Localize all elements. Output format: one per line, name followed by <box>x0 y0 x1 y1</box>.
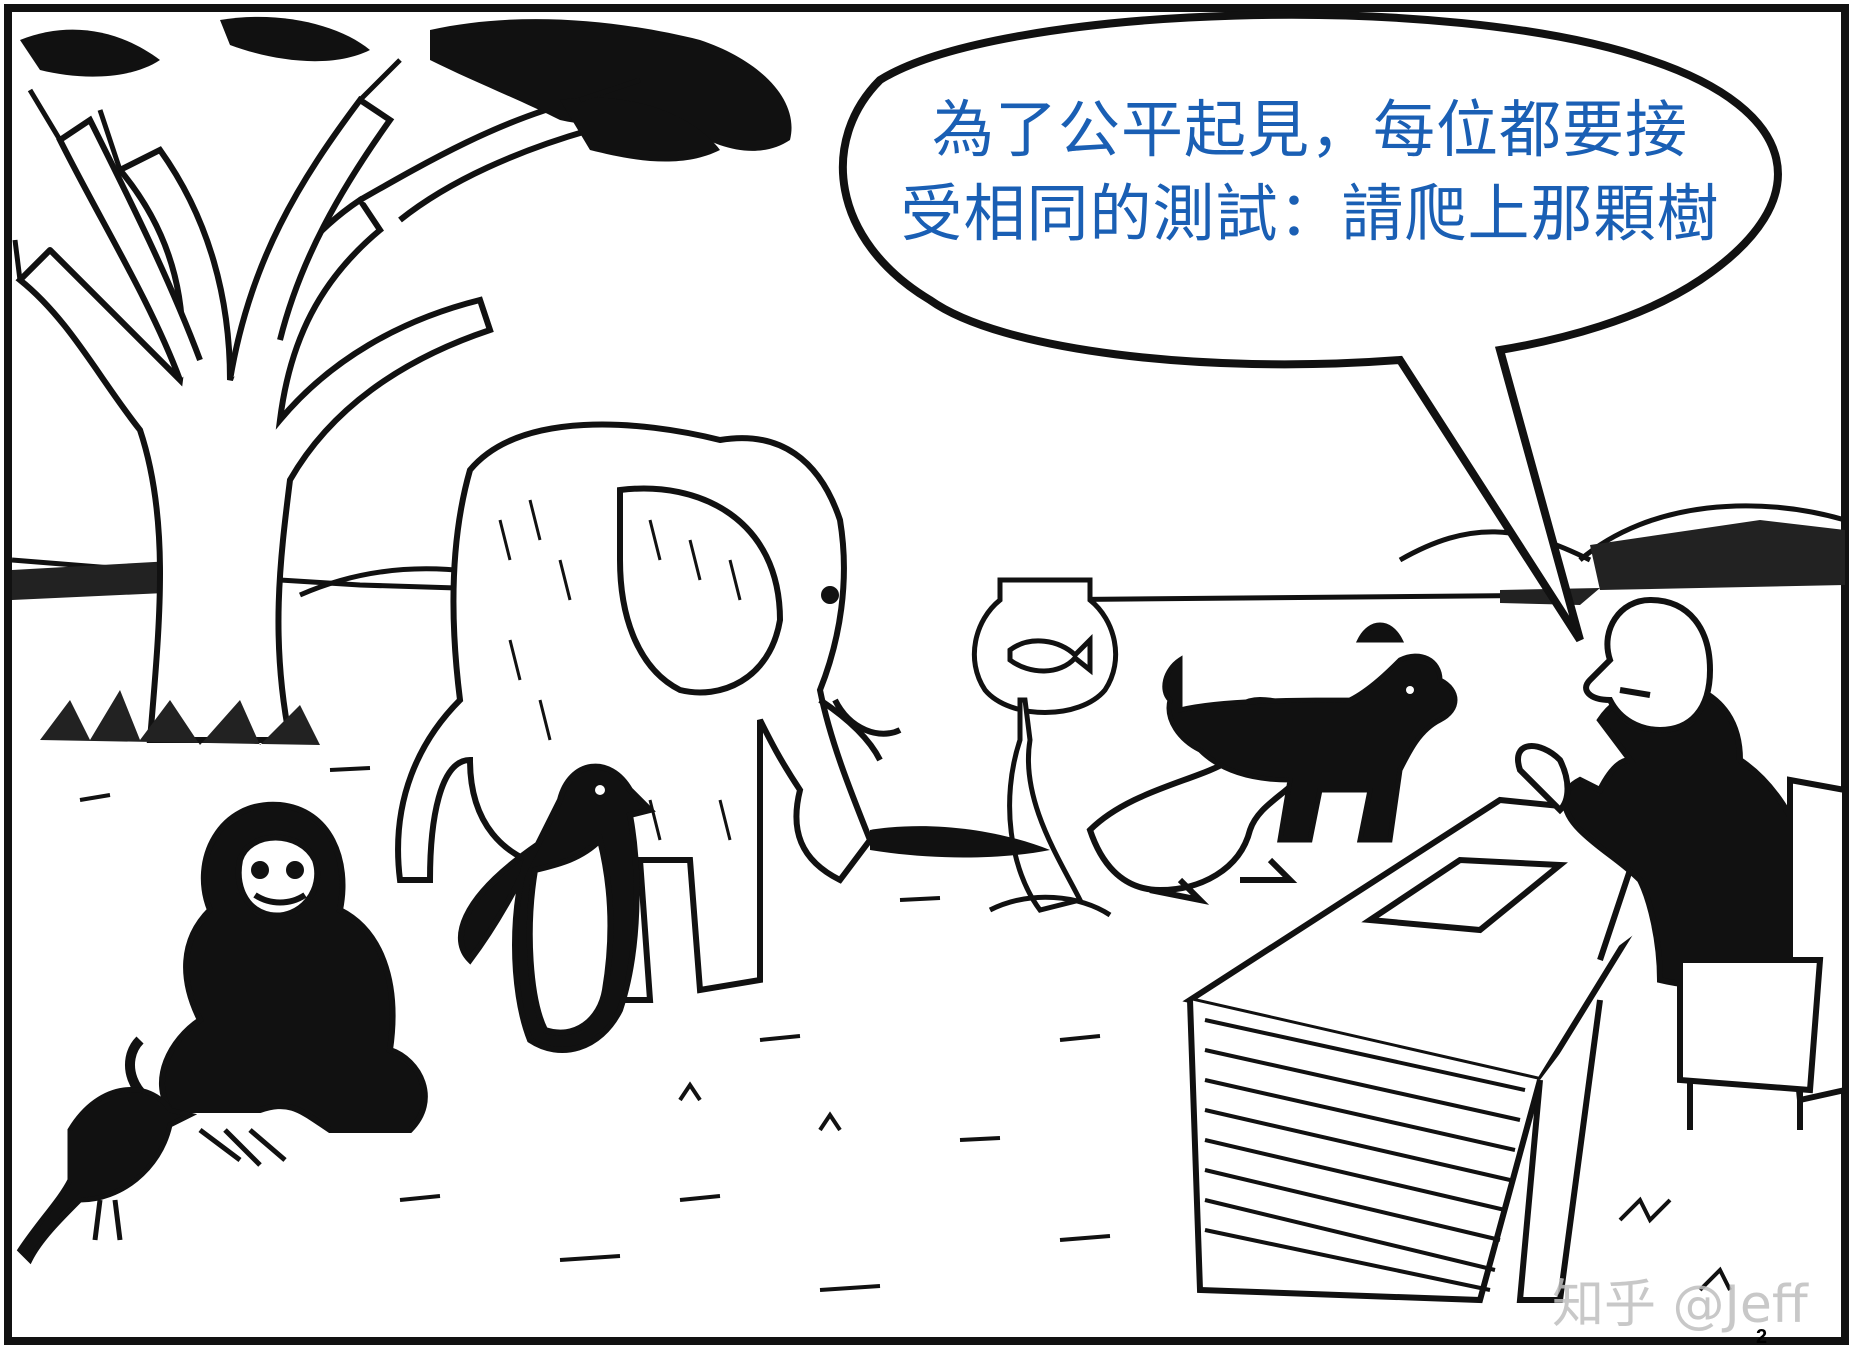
tree-foliage <box>20 16 792 162</box>
elephant-tusk <box>832 698 902 737</box>
seal-flipper-shadow <box>870 826 1050 858</box>
page-number: 2 <box>1756 1326 1768 1348</box>
fishbowl <box>971 577 1119 913</box>
speech-bubble-line-2: 受相同的測試：請爬上那顆樹 <box>900 177 1720 250</box>
speech-bubble <box>838 10 1782 643</box>
elephant <box>395 421 883 1003</box>
tree-branch-tips <box>12 58 641 281</box>
desk-front-hatching <box>1204 1018 1526 1292</box>
speech-bubble-line-1: 為了公平起見，每位都要接 <box>931 93 1688 166</box>
crow <box>16 1087 198 1265</box>
fishbowl-pedestal-base <box>988 894 1112 918</box>
chair <box>1677 776 1848 1130</box>
zhihu-watermark: 知乎 @Jeff <box>1552 1275 1808 1335</box>
tree <box>15 95 594 743</box>
monkey <box>125 801 428 1167</box>
dog <box>1162 622 1458 843</box>
ground-marks <box>79 766 1732 1292</box>
tree-grass <box>40 690 320 745</box>
penguin <box>457 763 656 1053</box>
